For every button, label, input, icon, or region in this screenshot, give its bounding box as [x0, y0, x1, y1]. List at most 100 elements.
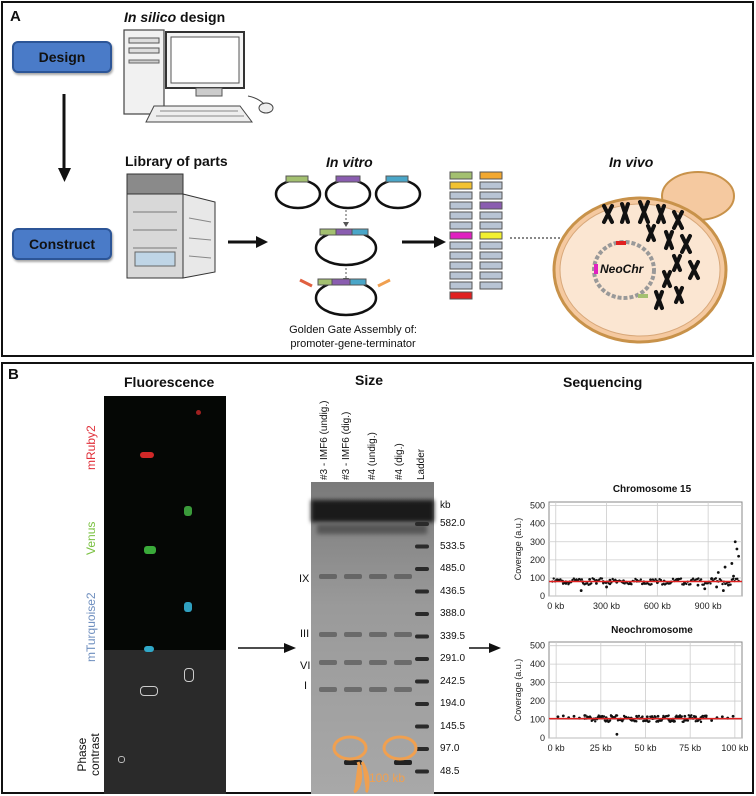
- ladder-mark: 97.0: [440, 743, 460, 754]
- lane-label: #4 (undig.): [367, 432, 378, 480]
- vitro-to-library-arrow: [402, 236, 446, 248]
- lane-label: #3 - IMF6 (dig.): [341, 411, 352, 480]
- y-tick-label: 300: [530, 678, 545, 688]
- data-point: [662, 714, 665, 718]
- yeast-cell-diagram: [552, 171, 735, 344]
- golden-gate-line2: promoter-gene-terminator: [290, 338, 416, 350]
- x-tick-label: 300 kb: [593, 601, 620, 611]
- data-point: [697, 577, 700, 580]
- data-point: [594, 720, 597, 723]
- green-cell: [184, 506, 192, 516]
- data-point: [552, 577, 555, 580]
- cyan-cell: [184, 602, 192, 612]
- chromosome-mark-vi: VI: [300, 660, 311, 672]
- red-cell: [140, 452, 154, 458]
- data-point: [685, 582, 688, 586]
- data-point: [654, 715, 657, 719]
- venus-label: Venus: [84, 521, 98, 555]
- data-point: [634, 577, 637, 581]
- data-point: [615, 732, 619, 736]
- y-tick-label: 400: [530, 659, 545, 669]
- data-point: [654, 578, 657, 581]
- data-point: [678, 714, 682, 717]
- ladder-band: [415, 702, 429, 706]
- lane-label: #3 - IMF6 (undig.): [319, 400, 330, 480]
- data-point: [635, 720, 638, 723]
- ladder-band: [415, 724, 429, 729]
- sample-band: [369, 660, 387, 665]
- fridge-to-vitro-arrow: [228, 236, 268, 248]
- phase-contrast-label: Phase contrast: [75, 733, 102, 776]
- data-point: [691, 577, 695, 580]
- data-point: [611, 577, 614, 581]
- data-point: [699, 578, 703, 581]
- neochromosome-band: [394, 760, 412, 765]
- chart2-title: Neochromosome: [611, 625, 693, 636]
- gel-to-seq-arrow: [469, 643, 501, 653]
- data-point: [600, 577, 604, 580]
- x-tick-label: 75 kb: [679, 743, 701, 753]
- data-point: [686, 719, 690, 722]
- data-point: [709, 582, 712, 585]
- data-point: [689, 583, 692, 586]
- data-point: [716, 571, 720, 574]
- y-axis-label: Coverage (a.u.): [513, 659, 523, 722]
- chart1-title: Chromosome 15: [612, 484, 692, 495]
- x-tick-label: 900 kb: [695, 601, 722, 611]
- sample-band: [319, 632, 337, 637]
- construct-button[interactable]: Construct: [12, 228, 112, 260]
- data-point: [567, 583, 570, 586]
- y-tick-label: 300: [530, 537, 545, 547]
- ladder-mark: 145.5: [440, 720, 466, 732]
- sample-band: [344, 574, 362, 579]
- ladder-mark: 339.5: [440, 630, 466, 642]
- in-vivo-label: In vivo: [609, 154, 654, 170]
- data-point: [721, 589, 725, 592]
- parts-library-grid: [449, 171, 503, 300]
- mturquoise2-label: mTurquoise2: [84, 592, 98, 662]
- data-point: [637, 714, 641, 718]
- data-point: [730, 562, 734, 565]
- data-point: [694, 720, 697, 723]
- data-point: [715, 585, 719, 589]
- lane-label: #4 (dig.): [394, 443, 405, 480]
- data-point: [615, 714, 619, 717]
- ladder-mark: 242.5: [440, 675, 466, 687]
- y-tick-label: 200: [530, 555, 545, 565]
- mruby2-label: mRuby2: [84, 425, 98, 470]
- in-vitro-label: In vitro: [326, 154, 373, 170]
- design-button[interactable]: Design: [12, 41, 112, 73]
- gel-bands: [319, 522, 429, 774]
- data-point: [602, 715, 606, 718]
- data-point: [649, 578, 652, 582]
- fridge-icon: [126, 173, 216, 279]
- data-point: [727, 583, 730, 587]
- panel-a-letter: A: [10, 8, 21, 25]
- ladder-mark: 582.0: [440, 518, 466, 529]
- data-point: [669, 582, 672, 585]
- y-tick-label: 0: [540, 733, 545, 743]
- ladder-band: [415, 679, 429, 684]
- data-point: [729, 583, 732, 586]
- y-tick-label: 100: [530, 715, 545, 725]
- neochr-label: NeoChr: [600, 262, 644, 276]
- fluorescence-heading: Fluorescence: [124, 374, 215, 390]
- sample-band: [319, 574, 337, 579]
- phase-cell: [140, 686, 158, 696]
- data-point: [639, 578, 643, 581]
- data-point: [699, 720, 703, 724]
- design-to-construct-arrow: [58, 94, 71, 182]
- phase-line2: contrast: [88, 733, 102, 776]
- data-point: [586, 581, 589, 585]
- data-point: [572, 714, 576, 718]
- sample-band: [344, 687, 362, 692]
- sample-band: [394, 660, 412, 665]
- lane-label: Ladder: [416, 448, 427, 480]
- ladder-mark: 533.5: [440, 540, 466, 552]
- size-annotation: 100 kb: [369, 771, 406, 785]
- data-point: [590, 582, 593, 585]
- ladder-mark: 485.0: [440, 563, 466, 574]
- data-point: [630, 583, 633, 586]
- gel-image: [311, 482, 434, 794]
- data-point: [732, 577, 735, 581]
